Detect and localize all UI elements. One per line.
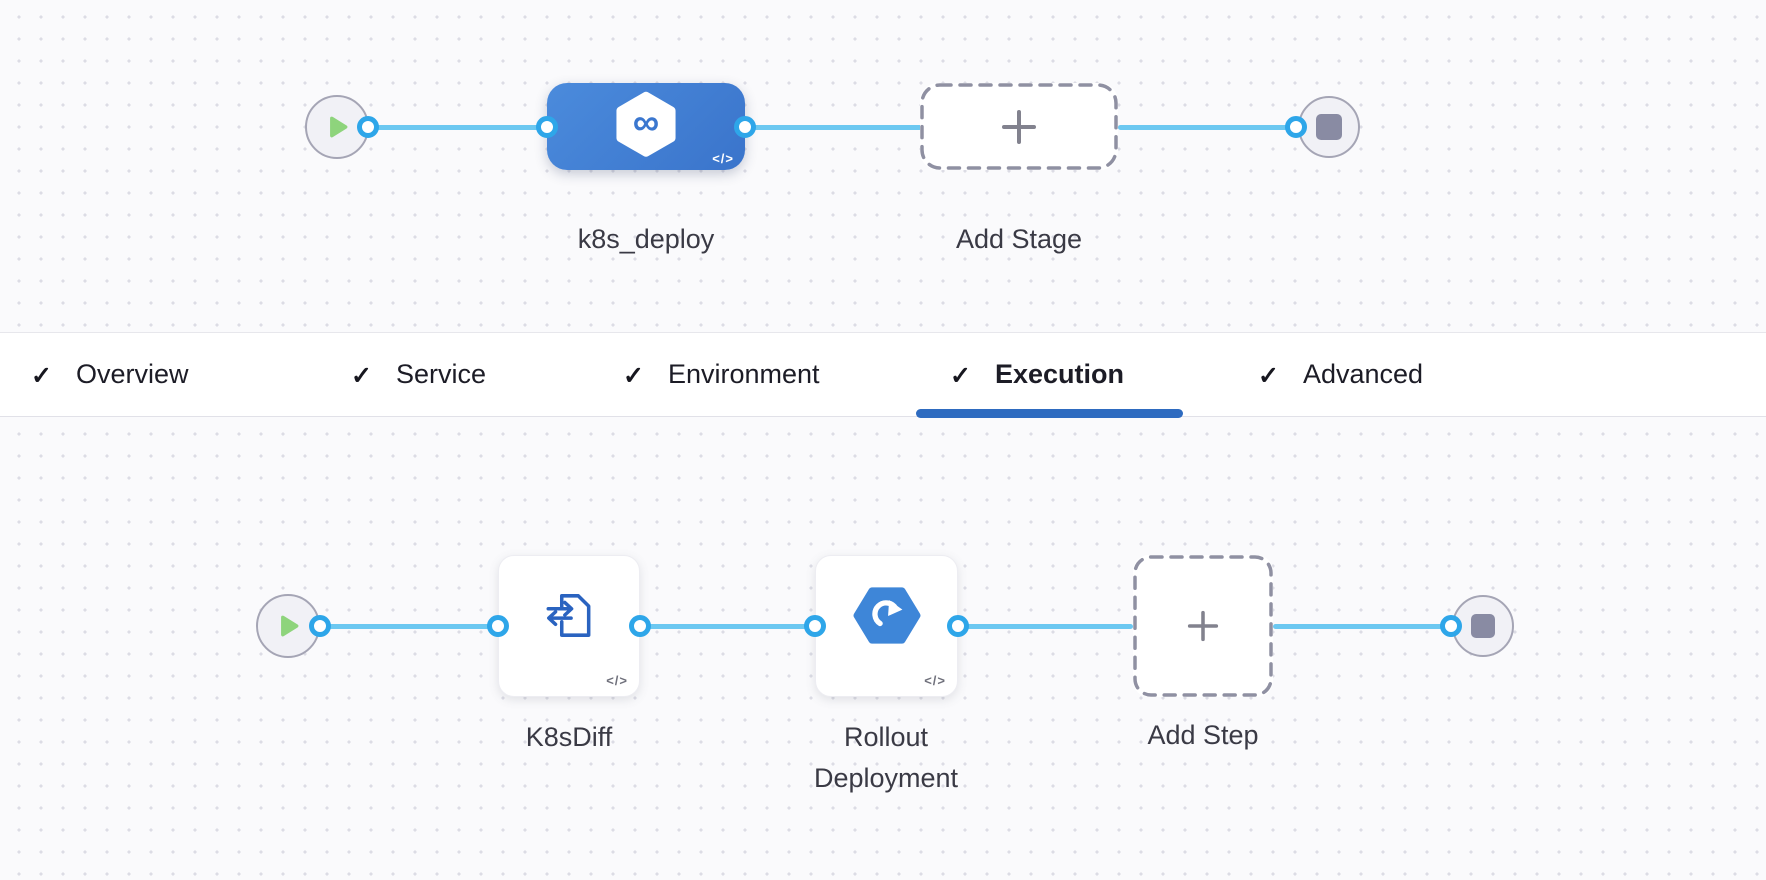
edge-start-to-k8sdiff bbox=[318, 624, 498, 629]
pipeline-end-node bbox=[1298, 96, 1360, 158]
port-k8sdiff-in bbox=[487, 615, 509, 637]
tab-environment[interactable]: ✓ Environment bbox=[623, 333, 820, 416]
tab-label: Advanced bbox=[1302, 359, 1424, 389]
add-stage-button[interactable] bbox=[920, 83, 1118, 170]
port-exec-start-out bbox=[309, 615, 331, 637]
infinity-glyph: ∞ bbox=[632, 100, 660, 142]
check-icon: ✓ bbox=[351, 361, 372, 390]
edge-start-to-stage bbox=[366, 125, 549, 130]
port-k8sdiff-out bbox=[629, 615, 651, 637]
code-badge-icon: </> bbox=[712, 151, 734, 166]
edge-addstep-to-end bbox=[1273, 624, 1451, 629]
tab-advanced[interactable]: ✓ Advanced bbox=[1258, 333, 1423, 416]
tab-label: Overview bbox=[75, 359, 189, 389]
execution-canvas: </> </> bbox=[0, 417, 1766, 880]
add-stage-label: Add Stage bbox=[955, 224, 1083, 254]
check-icon: ✓ bbox=[623, 361, 644, 390]
add-step-label: Add Step bbox=[1147, 720, 1259, 750]
tab-label: Service bbox=[395, 359, 486, 389]
tab-label: Execution bbox=[994, 359, 1124, 389]
edge-addstage-to-end bbox=[1118, 125, 1298, 130]
stop-icon bbox=[1316, 114, 1342, 140]
port-stage-out bbox=[734, 116, 756, 138]
edge-stage-to-addstage bbox=[745, 125, 922, 130]
stage-canvas: ∞ </> k8s_deploy Add Stage bbox=[0, 0, 1766, 332]
tab-execution[interactable]: ✓ Execution bbox=[916, 333, 1183, 418]
port-start-out bbox=[357, 116, 379, 138]
step-node-k8sdiff[interactable]: </> bbox=[498, 555, 640, 697]
code-badge-icon: </> bbox=[924, 673, 946, 688]
port-rollout-in bbox=[804, 615, 826, 637]
check-icon: ✓ bbox=[31, 361, 52, 390]
harness-cd-stage-icon: ∞ bbox=[615, 90, 677, 158]
step-label-k8sdiff: K8sDiff bbox=[525, 722, 613, 752]
check-icon: ✓ bbox=[950, 361, 971, 390]
port-stage-in bbox=[536, 116, 558, 138]
code-badge-icon: </> bbox=[606, 673, 628, 688]
k8s-diff-icon bbox=[540, 586, 598, 649]
check-icon: ✓ bbox=[1258, 361, 1279, 390]
rollout-deployment-icon bbox=[853, 585, 921, 650]
stage-label: k8s_deploy bbox=[577, 224, 715, 254]
plus-icon bbox=[1001, 109, 1037, 145]
tab-overview[interactable]: ✓ Overview bbox=[31, 333, 188, 416]
tab-label: Environment bbox=[667, 359, 820, 389]
port-exec-end-in bbox=[1440, 615, 1462, 637]
plus-icon bbox=[1187, 610, 1219, 642]
edge-k8sdiff-to-rollout bbox=[640, 624, 815, 629]
step-node-rollout-deployment[interactable]: </> bbox=[815, 555, 958, 697]
tab-service[interactable]: ✓ Service bbox=[351, 333, 486, 416]
stage-node-k8s-deploy[interactable]: ∞ </> bbox=[547, 83, 745, 170]
play-icon bbox=[324, 114, 350, 140]
play-icon bbox=[275, 613, 301, 639]
port-rollout-out bbox=[947, 615, 969, 637]
step-label-rollout-deployment: Rollout Deployment bbox=[813, 722, 959, 793]
stop-icon bbox=[1471, 614, 1495, 638]
edge-rollout-to-addstep bbox=[958, 624, 1133, 629]
add-step-button[interactable] bbox=[1133, 555, 1273, 697]
port-end-in bbox=[1285, 116, 1307, 138]
active-tab-underline bbox=[916, 409, 1183, 418]
stage-config-tab-bar: ✓ Overview ✓ Service ✓ Environment ✓ Exe… bbox=[0, 332, 1766, 418]
